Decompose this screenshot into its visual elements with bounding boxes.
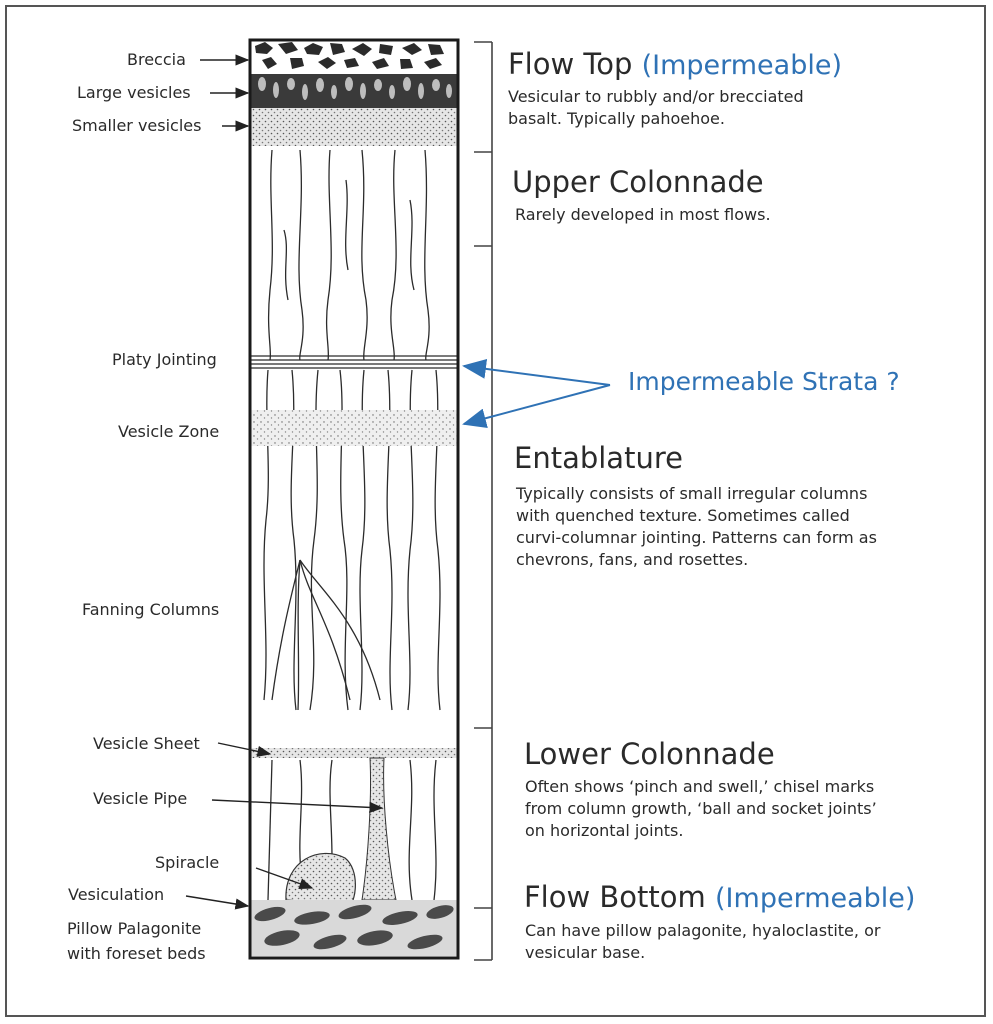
column-outline bbox=[248, 38, 460, 960]
label-smaller-vesicles: Smaller vesicles bbox=[72, 116, 202, 135]
upper-colonnade-title: Upper Colonnade bbox=[512, 165, 764, 199]
figure-frame bbox=[5, 5, 986, 1017]
lower-colonnade-line-1: Often shows ‘pinch and swell,’ chisel ma… bbox=[525, 777, 875, 796]
entablature-title: Entablature bbox=[514, 441, 683, 475]
flow-top-heading: Flow Top (Impermeable) bbox=[508, 47, 842, 83]
upper-colonnade-line-1: Rarely developed in most flows. bbox=[515, 205, 771, 224]
label-arrows bbox=[185, 54, 384, 910]
label-breccia: Breccia bbox=[127, 50, 186, 69]
large-vesicles-layer bbox=[251, 74, 457, 108]
spiracle-shape bbox=[285, 852, 356, 906]
entablature-line-1: Typically consists of small irregular co… bbox=[516, 484, 868, 503]
entablature-description: Typically consists of small irregular co… bbox=[516, 483, 877, 571]
label-spiracle: Spiracle bbox=[155, 853, 220, 872]
flow-top-description: Vesicular to rubbly and/or brecciated ba… bbox=[508, 86, 804, 130]
upper-colonnade-description: Rarely developed in most flows. bbox=[515, 204, 771, 226]
entablature-line-4: chevrons, fans, and rosettes. bbox=[516, 550, 749, 569]
label-foreset-beds: with foreset beds bbox=[67, 944, 206, 963]
flow-bottom-tag: (Impermeable) bbox=[715, 883, 916, 914]
flow-top-line-1: Vesicular to rubbly and/or brecciated bbox=[508, 87, 804, 106]
lower-colonnade-title: Lower Colonnade bbox=[524, 737, 775, 771]
flow-top-title: Flow Top bbox=[508, 47, 633, 81]
flow-bottom-line-2: vesicular base. bbox=[525, 943, 646, 962]
label-fanning-columns: Fanning Columns bbox=[82, 600, 220, 619]
vesicle-pipe-shape bbox=[361, 757, 397, 901]
flow-bottom-description: Can have pillow palagonite, hyaloclastit… bbox=[525, 920, 880, 964]
flow-top-tag: (Impermeable) bbox=[641, 50, 842, 81]
label-large-vesicles: Large vesicles bbox=[77, 83, 191, 102]
flow-bottom-line-1: Can have pillow palagonite, hyaloclastit… bbox=[525, 921, 881, 940]
pillow-palagonite-layer bbox=[251, 900, 457, 956]
label-vesicle-sheet: Vesicle Sheet bbox=[93, 734, 200, 753]
platy-jointing-layer bbox=[251, 355, 457, 369]
label-vesicle-zone: Vesicle Zone bbox=[118, 422, 220, 441]
column-joints bbox=[263, 149, 441, 901]
lower-colonnade-line-2: from column growth, ‘ball and socket joi… bbox=[525, 799, 877, 818]
impermeable-arrows bbox=[462, 358, 611, 428]
vesicle-sheet-layer bbox=[251, 748, 457, 758]
breccia-layer bbox=[251, 40, 457, 74]
flow-bottom-title: Flow Bottom bbox=[524, 880, 706, 914]
label-pillow-palagonite: Pillow Palagonite bbox=[67, 919, 202, 938]
label-vesicle-pipe: Vesicle Pipe bbox=[93, 789, 188, 808]
flow-top-line-2: basalt. Typically pahoehoe. bbox=[508, 109, 725, 128]
vesicle-zone-layer bbox=[251, 410, 457, 446]
entablature-line-2: with quenched texture. Sometimes called bbox=[516, 506, 850, 525]
label-vesiculation: Vesiculation bbox=[68, 885, 165, 904]
lower-colonnade-description: Often shows ‘pinch and swell,’ chisel ma… bbox=[525, 776, 877, 842]
entablature-line-3: curvi-columnar jointing. Patterns can fo… bbox=[516, 528, 877, 547]
smaller-vesicles-layer bbox=[251, 108, 457, 146]
impermeable-strata-label: Impermeable Strata ? bbox=[628, 367, 900, 396]
lower-colonnade-line-3: on horizontal joints. bbox=[525, 821, 684, 840]
flow-bottom-heading: Flow Bottom (Impermeable) bbox=[524, 880, 915, 916]
label-platy-jointing: Platy Jointing bbox=[112, 350, 217, 369]
section-bracket bbox=[474, 41, 493, 961]
